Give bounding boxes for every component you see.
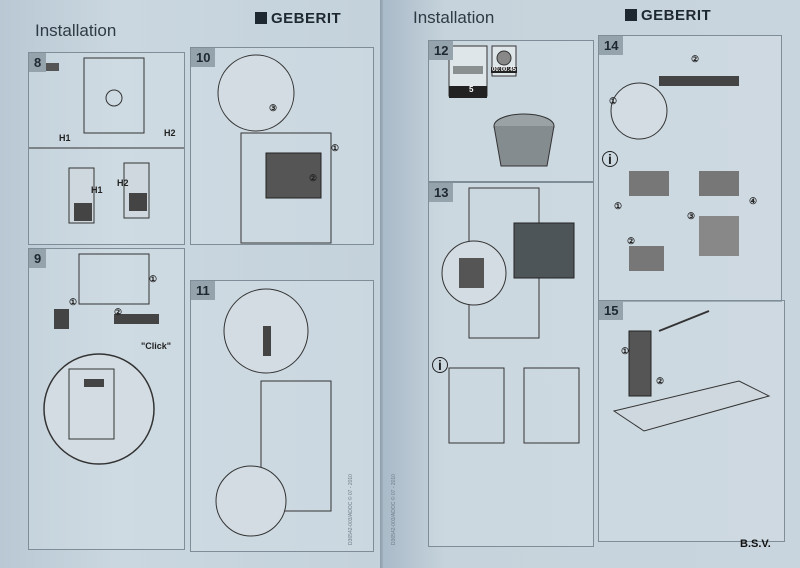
callout: ②: [691, 54, 700, 64]
step-12-panel: 12 00:00:45 5: [428, 40, 594, 182]
signature-watermark: B.S.V.: [740, 538, 771, 550]
step-number: 8: [29, 53, 47, 72]
callout: ①: [614, 201, 623, 211]
callout: ②: [656, 376, 665, 386]
step-8-panel: 8 H1 H2 H1 H2: [28, 52, 185, 245]
step-11-illustration: [215, 288, 332, 537]
step-12-illustration: [448, 45, 555, 167]
step-15-illustration: [612, 310, 771, 432]
step-number: 14: [599, 36, 624, 55]
left-manual-page: Installation GEBERIT 8 H1 H2 H1 H2 9 ①: [0, 0, 383, 568]
step-number: 10: [191, 48, 216, 67]
step-13-illustration: [441, 187, 580, 444]
callout: ①: [149, 274, 158, 284]
callout: ④: [749, 196, 758, 206]
callout: ①: [609, 96, 618, 106]
step-11-panel: 11: [190, 280, 374, 552]
callout: ①: [621, 346, 630, 356]
callout: ②: [309, 173, 318, 183]
step-number: 12: [429, 41, 454, 60]
flush-count: 5: [469, 85, 474, 94]
step-9-illustration: [43, 253, 159, 465]
right-manual-page: Installation GEBERIT 12 00:00:45 5 13 i: [383, 0, 800, 568]
callout: ③: [269, 103, 278, 113]
document-code: D36542-003/ADOC © 07 - 2010: [348, 474, 354, 545]
step-14-panel: 14 i ② ① ① ② ③ ④: [598, 35, 782, 302]
dimension-label: H1: [59, 133, 71, 143]
step-8-illustration: [29, 57, 184, 224]
brand-logo: GEBERIT: [625, 7, 711, 24]
callout: ①: [331, 143, 340, 153]
page-title: Installation: [413, 8, 495, 27]
callout: ①: [69, 297, 78, 307]
step-10-illustration: [217, 54, 332, 244]
click-label: "Click": [141, 341, 172, 351]
dimension-label: H2: [117, 178, 129, 188]
step-13-panel: 13 i: [428, 182, 594, 547]
step-14-illustration: [610, 76, 739, 271]
step-9-panel: 9 ① ② ① "Click": [28, 248, 185, 550]
step-number: 11: [191, 281, 215, 300]
callout: ③: [687, 211, 696, 221]
info-icon: i: [602, 151, 618, 167]
info-icon: i: [432, 357, 448, 373]
callout: ②: [627, 236, 636, 246]
callout: ②: [114, 307, 123, 317]
document-code: D36542-003/ADOC © 07 - 2010: [391, 474, 397, 545]
dimension-label: H2: [164, 128, 176, 138]
dimension-label: H1: [91, 185, 103, 195]
brand-logo: GEBERIT: [255, 10, 341, 27]
step-number: 13: [429, 183, 454, 202]
page-title: Installation: [35, 21, 117, 40]
step-number: 9: [29, 249, 47, 268]
step-number: 15: [599, 301, 624, 320]
step-10-panel: 10 ③ ① ②: [190, 47, 374, 245]
timer-readout: 00:00:45: [491, 67, 518, 73]
step-15-panel: 15 ① ②: [598, 300, 785, 542]
